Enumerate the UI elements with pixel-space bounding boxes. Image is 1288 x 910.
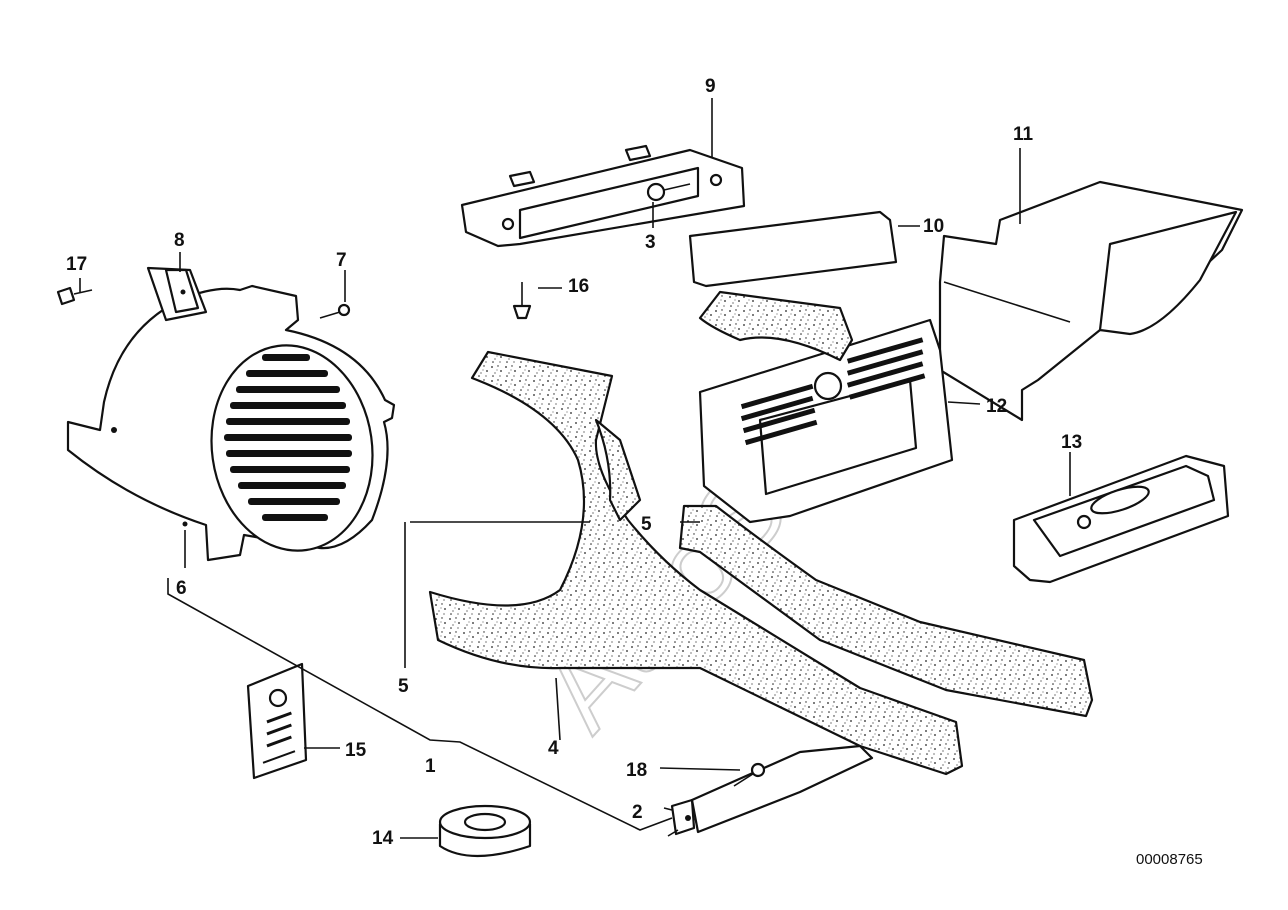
center-bezel-part [698,318,954,524]
callout-5-left: 5 [398,676,409,697]
callout-11: 11 [1013,124,1034,145]
callout-6: 6 [176,578,187,599]
carpet-panel-right [678,290,1094,718]
leader-lines [79,98,1071,839]
carpet-panel-left [428,350,964,776]
callout-5-center: 5 [641,514,652,535]
callout-2: 2 [632,802,643,823]
callout-10: 10 [923,216,944,237]
floor-bracket-part [670,744,874,836]
callout-1: 1 [425,756,436,777]
grommet-part [438,804,532,858]
callout-18: 18 [626,760,647,781]
screw-part-upper [319,303,351,319]
label-plate-part [246,662,308,780]
callout-7: 7 [336,250,347,271]
callout-12: 12 [986,396,1007,417]
speaker-grille-slots [224,354,352,521]
callout-13: 13 [1061,432,1082,453]
callout-3: 3 [645,232,656,253]
callout-15: 15 [345,740,367,761]
panel-part [688,210,898,288]
screw-part [56,286,93,306]
bezel-vent-slots [740,337,926,446]
diagram-reference-number: 00008765 [1136,851,1203,868]
bracket-part [146,266,208,322]
cover-strip-part [460,144,746,248]
callout-16: 16 [568,276,589,297]
box-cover-part [938,180,1244,422]
bracket-screw-part [733,762,766,787]
callout-4: 4 [548,738,559,759]
callout-8: 8 [174,230,185,251]
callout-17: 17 [66,254,87,275]
callout-labels: 1 2 3 4 5 5 6 7 8 9 10 11 12 13 14 15 16… [66,76,1082,849]
callout-9: 9 [705,76,716,97]
screw-part-lower [512,282,532,320]
ashtray-part [1012,454,1230,584]
callout-14: 14 [372,828,394,849]
speaker-cover-part [66,284,396,562]
screw-part-center [646,182,691,202]
carpet-panel-center [594,418,642,522]
